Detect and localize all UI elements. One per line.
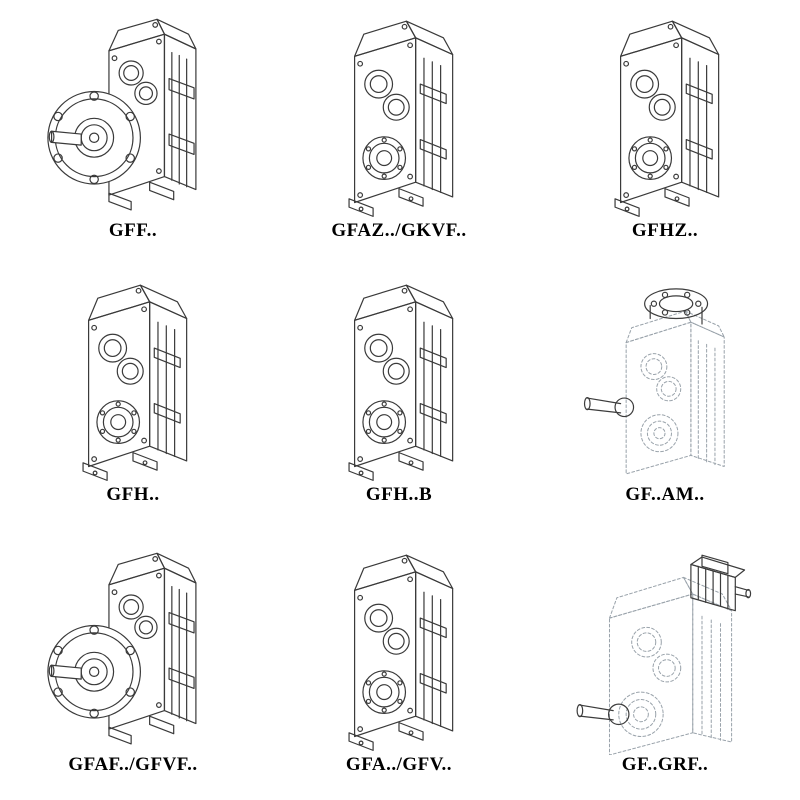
product-cell-gfh: GFH.. <box>40 280 226 512</box>
product-cell-gfa-gfv: GFA../GFV.. <box>306 544 492 782</box>
product-cell-gfaf-gfvf: GFAF../GFVF.. <box>40 544 226 782</box>
model-label: GFAF../GFVF.. <box>68 754 198 776</box>
model-label: GFAZ../GKVF.. <box>331 220 467 242</box>
drawing-wrap <box>306 0 492 221</box>
drawing-wrap <box>572 533 758 755</box>
model-label: GF..GRF.. <box>621 754 709 776</box>
drawing-wrap <box>306 533 492 755</box>
gearbox-hollow-shaft-drawing <box>572 0 758 221</box>
model-label: GFHZ.. <box>631 220 699 242</box>
gearbox-gear-adapter-drawing <box>572 533 758 755</box>
model-label: GF..AM.. <box>625 484 705 506</box>
product-cell-gfhz: GFHZ.. <box>572 16 758 248</box>
gearbox-motor-adapter-drawing <box>572 263 758 485</box>
gearbox-flange-output-drawing <box>40 533 226 755</box>
gearbox-flange-output-drawing <box>40 0 226 221</box>
product-cell-gff: GFF.. <box>40 16 226 248</box>
drawing-wrap <box>572 263 758 485</box>
product-cell-gf-grf: GF..GRF.. <box>572 544 758 782</box>
drawing-wrap <box>40 533 226 755</box>
product-cell-gf-am: GF..AM.. <box>572 280 758 512</box>
product-cell-gfh-b: GFH..B <box>306 280 492 512</box>
model-label: GFH..B <box>365 484 433 506</box>
drawing-wrap <box>572 0 758 221</box>
gearbox-hollow-shaft-drawing <box>306 0 492 221</box>
gearbox-hollow-shaft-drawing <box>40 263 226 485</box>
model-label: GFF.. <box>108 220 158 242</box>
gearbox-hollow-shaft-drawing <box>306 533 492 755</box>
drawing-wrap <box>306 263 492 485</box>
drawing-wrap <box>40 263 226 485</box>
product-cell-gfaz-gkvf: GFAZ../GKVF.. <box>306 16 492 248</box>
gearbox-hollow-shaft-foot-drawing <box>306 263 492 485</box>
drawing-wrap <box>40 0 226 221</box>
model-label: GFH.. <box>106 484 160 506</box>
model-label: GFA../GFV.. <box>345 754 453 776</box>
